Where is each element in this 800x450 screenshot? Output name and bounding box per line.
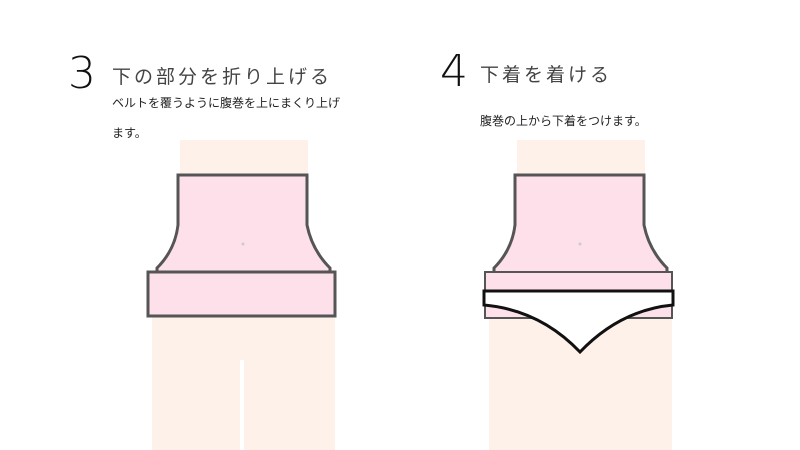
description-line: ベルトを覆うように腹巻を上にまくり上げ: [112, 96, 341, 110]
belly-band-body: [155, 173, 332, 276]
navel: [241, 242, 245, 246]
leg-gap: [240, 360, 244, 450]
step-number: 4: [440, 46, 468, 97]
navel: [578, 242, 582, 246]
step-description: ベルトを覆うように腹巻を上にまくり上げ ます。: [112, 88, 340, 148]
step-number: 3: [68, 48, 96, 99]
description-line: ます。: [112, 126, 147, 140]
step-description: 腹巻の上から下着をつけます。: [480, 114, 647, 128]
belly-band-body: [492, 173, 669, 276]
folded-band: [146, 270, 337, 318]
step-title: 下着を着ける: [480, 64, 613, 86]
upper-body-skin: [517, 140, 645, 180]
underwear: [482, 289, 675, 355]
upper-body-skin: [180, 140, 308, 180]
step4-illustration: [482, 140, 675, 450]
step3-illustration: [146, 140, 337, 450]
step-title: 下の部分を折り上げる: [112, 66, 333, 88]
